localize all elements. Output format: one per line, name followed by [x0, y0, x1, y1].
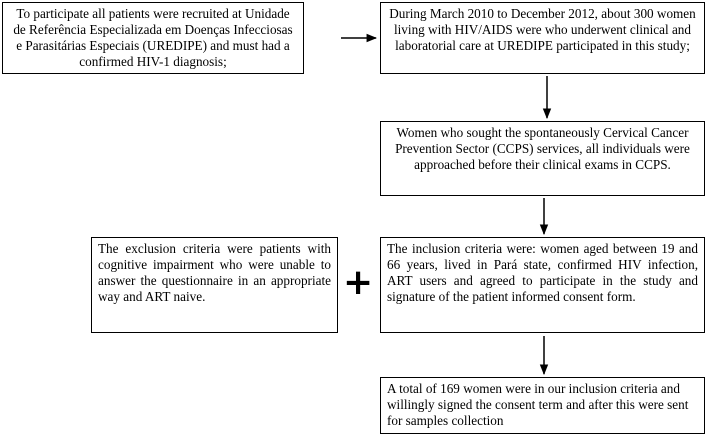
plus-icon: + — [343, 262, 374, 303]
recruitment-box: To participate all patients were recruit… — [2, 2, 304, 74]
study-period-box: During March 2010 to December 2012, abou… — [380, 2, 705, 74]
inclusion-criteria-box: The inclusion criteria were: women aged … — [380, 237, 705, 333]
exclusion-criteria-box: The exclusion criteria were patients wit… — [91, 237, 338, 333]
ccps-box: Women who sought the spontaneously Cervi… — [380, 121, 705, 196]
total-participants-box: A total of 169 women were in our inclusi… — [380, 377, 705, 434]
